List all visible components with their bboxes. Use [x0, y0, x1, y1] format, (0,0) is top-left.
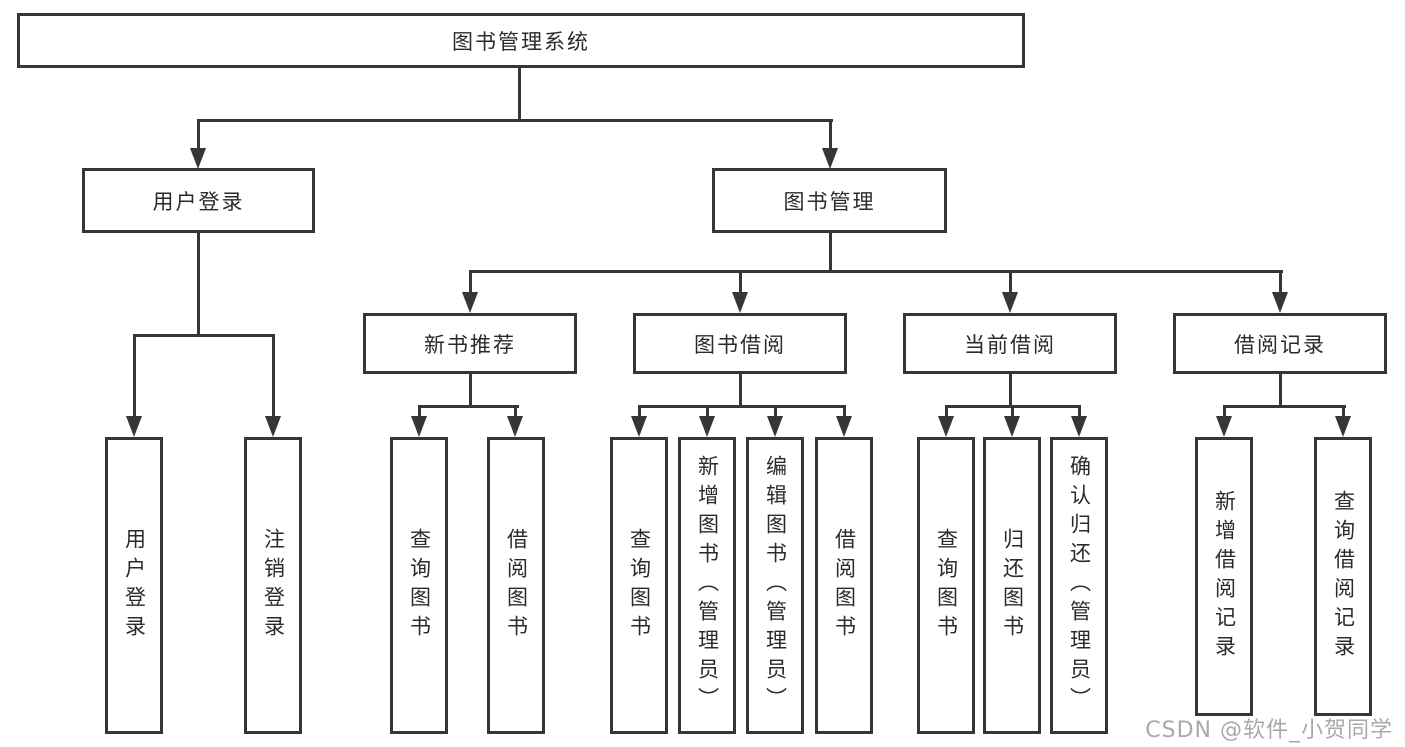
node-book-management: 图书管理 [712, 168, 947, 233]
leaf-query-books-current: 查询图书 [917, 437, 975, 734]
connector-line [739, 270, 742, 296]
arrowhead [1071, 416, 1087, 437]
leaf-add-borrow-record: 新增借阅记录 [1195, 437, 1253, 716]
connector-line [945, 405, 948, 419]
connector-line [829, 119, 832, 150]
connector-line [418, 405, 519, 408]
connector-line [638, 405, 641, 419]
leaf-add-borrow-record-label: 新增借阅记录 [1212, 489, 1237, 664]
arrowhead [1002, 292, 1018, 313]
connector-line [133, 334, 136, 418]
arrowhead [1335, 416, 1351, 437]
leaf-query-books-borrow-label: 查询图书 [627, 527, 652, 644]
leaf-return-books-label: 归还图书 [1000, 527, 1025, 644]
connector-line [706, 405, 709, 419]
leaf-borrow-books-label: 借阅图书 [832, 527, 857, 644]
connector-line [1279, 270, 1282, 296]
connector-line [1223, 405, 1226, 419]
connector-line [739, 374, 742, 408]
leaf-user-login: 用户登录 [105, 437, 163, 734]
leaf-query-books-recommend-label: 查询图书 [407, 527, 432, 644]
connector-line [1009, 374, 1012, 408]
leaf-add-books-admin: 新增图书（管理员） [678, 437, 736, 734]
connector-line [514, 405, 517, 419]
arrowhead [411, 416, 427, 437]
node-user-login: 用户登录 [82, 168, 315, 233]
node-new-book-recommend: 新书推荐 [363, 313, 577, 374]
leaf-logout-label: 注销登录 [261, 527, 286, 644]
node-borrow-records: 借阅记录 [1173, 313, 1387, 374]
node-current-borrow: 当前借阅 [903, 313, 1117, 374]
leaf-borrow-books-recommend: 借阅图书 [487, 437, 545, 734]
arrowhead [1272, 292, 1288, 313]
leaf-edit-books-admin-label: 编辑图书（管理员） [763, 455, 788, 716]
leaf-query-books-borrow: 查询图书 [610, 437, 668, 734]
arrowhead [631, 416, 647, 437]
leaf-return-books: 归还图书 [983, 437, 1041, 734]
connector-line [133, 334, 275, 337]
connector-line [1223, 405, 1346, 408]
arrowhead [938, 416, 954, 437]
leaf-borrow-books-recommend-label: 借阅图书 [504, 527, 529, 644]
arrowhead [126, 416, 142, 437]
leaf-query-books-recommend: 查询图书 [390, 437, 448, 734]
connector-line [197, 233, 200, 337]
connector-line [1009, 270, 1012, 296]
arrowhead [732, 292, 748, 313]
connector-line [469, 270, 472, 296]
connector-line [272, 334, 275, 418]
arrowhead [836, 416, 852, 437]
arrowhead [822, 148, 838, 169]
connector-line [829, 233, 832, 273]
arrowhead [507, 416, 523, 437]
leaf-logout: 注销登录 [244, 437, 302, 734]
node-book-borrow: 图书借阅 [633, 313, 847, 374]
leaf-confirm-return-admin-label: 确认归还（管理员） [1067, 455, 1092, 716]
connector-line [638, 405, 846, 408]
arrowhead [1216, 416, 1232, 437]
connector-line [1078, 405, 1081, 419]
arrowhead [190, 148, 206, 169]
leaf-query-books-current-label: 查询图书 [934, 527, 959, 644]
leaf-borrow-books: 借阅图书 [815, 437, 873, 734]
leaf-query-borrow-record-label: 查询借阅记录 [1331, 489, 1356, 664]
connector-line [843, 405, 846, 419]
connector-line [197, 119, 833, 122]
leaf-user-login-label: 用户登录 [122, 527, 147, 644]
connector-line [469, 270, 1283, 273]
watermark: CSDN @软件_小贺同学 [1145, 718, 1393, 743]
arrowhead [699, 416, 715, 437]
connector-line [1279, 374, 1282, 408]
connector-line [774, 405, 777, 419]
arrowhead [1004, 416, 1020, 437]
connector-line [418, 405, 421, 419]
connector-line [1342, 405, 1345, 419]
connector-line [469, 374, 472, 408]
leaf-edit-books-admin: 编辑图书（管理员） [746, 437, 804, 734]
arrowhead [265, 416, 281, 437]
connector-line [518, 68, 521, 120]
leaf-confirm-return-admin: 确认归还（管理员） [1050, 437, 1108, 734]
leaf-add-books-admin-label: 新增图书（管理员） [695, 455, 720, 716]
arrowhead [462, 292, 478, 313]
connector-line [1011, 405, 1014, 419]
connector-line [197, 119, 200, 150]
node-root: 图书管理系统 [17, 13, 1025, 68]
leaf-query-borrow-record: 查询借阅记录 [1314, 437, 1372, 716]
arrowhead [767, 416, 783, 437]
